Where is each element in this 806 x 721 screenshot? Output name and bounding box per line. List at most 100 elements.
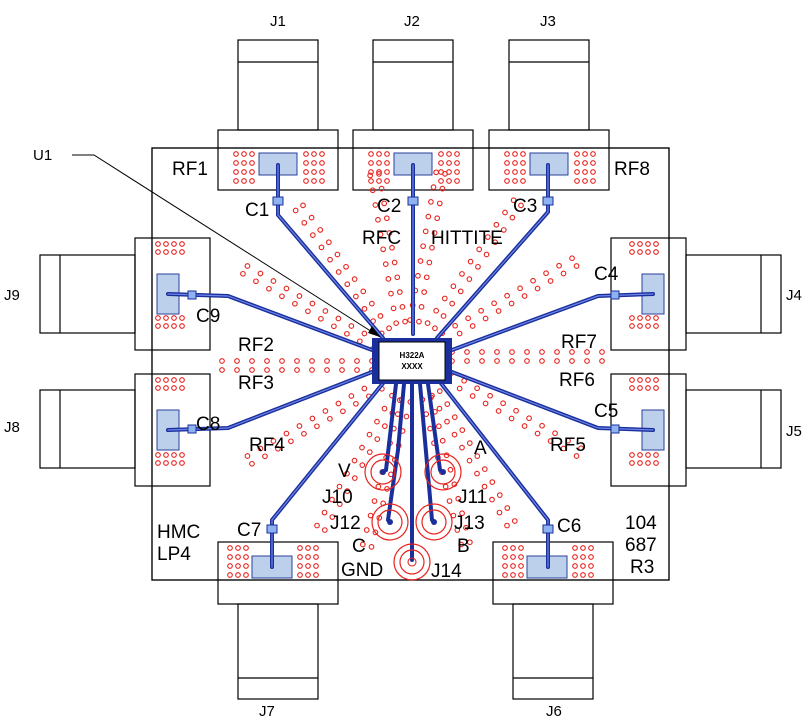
via bbox=[171, 377, 177, 383]
via bbox=[629, 323, 635, 329]
via bbox=[257, 445, 264, 452]
via bbox=[384, 169, 390, 175]
via bbox=[524, 349, 530, 355]
via bbox=[449, 300, 456, 307]
via bbox=[539, 358, 545, 364]
via bbox=[386, 230, 393, 236]
via bbox=[509, 214, 516, 221]
label-j14: J14 bbox=[431, 561, 462, 582]
via bbox=[235, 563, 241, 569]
via bbox=[294, 367, 300, 373]
label-j6: J6 bbox=[546, 703, 562, 720]
label-c9: C9 bbox=[196, 306, 220, 327]
via bbox=[382, 261, 389, 267]
via bbox=[560, 445, 567, 452]
via bbox=[297, 572, 303, 578]
via bbox=[297, 563, 303, 569]
via bbox=[469, 393, 476, 399]
via bbox=[171, 323, 177, 329]
via bbox=[235, 572, 241, 578]
via bbox=[313, 563, 319, 569]
via bbox=[235, 554, 241, 560]
via bbox=[303, 151, 309, 157]
via bbox=[572, 572, 578, 578]
via bbox=[588, 572, 594, 578]
via bbox=[554, 349, 560, 355]
label-j4: J4 bbox=[786, 287, 802, 304]
label-j9: J9 bbox=[4, 287, 20, 304]
via bbox=[283, 430, 290, 437]
via bbox=[249, 358, 255, 364]
via bbox=[171, 452, 177, 458]
chip-marking-2: XXXX bbox=[401, 362, 423, 371]
via bbox=[318, 315, 324, 322]
via bbox=[517, 285, 523, 292]
via bbox=[459, 444, 465, 451]
via bbox=[322, 408, 329, 414]
label-c6: C6 bbox=[557, 516, 581, 537]
via bbox=[163, 241, 169, 247]
via bbox=[155, 377, 161, 383]
via bbox=[637, 323, 643, 329]
via bbox=[339, 367, 345, 373]
via bbox=[629, 385, 635, 391]
via bbox=[376, 160, 382, 166]
via bbox=[243, 572, 249, 578]
via bbox=[179, 377, 185, 383]
via bbox=[241, 151, 247, 157]
via bbox=[227, 554, 233, 560]
via bbox=[351, 475, 358, 481]
via bbox=[296, 423, 303, 429]
via bbox=[509, 358, 515, 364]
via bbox=[294, 358, 300, 364]
via bbox=[637, 249, 643, 255]
via bbox=[421, 289, 428, 295]
via bbox=[384, 178, 390, 184]
via bbox=[521, 423, 528, 429]
test-point-j14 bbox=[393, 543, 431, 581]
via bbox=[324, 358, 330, 364]
via bbox=[388, 290, 394, 297]
via bbox=[534, 285, 541, 292]
via bbox=[354, 358, 360, 364]
via bbox=[573, 453, 580, 459]
via bbox=[363, 527, 370, 533]
via bbox=[504, 160, 510, 166]
via bbox=[155, 241, 161, 247]
via bbox=[430, 184, 437, 190]
via bbox=[305, 563, 311, 569]
via bbox=[491, 300, 497, 307]
via bbox=[489, 479, 496, 485]
via bbox=[155, 460, 161, 466]
via bbox=[509, 349, 515, 355]
label-rfc: RFC bbox=[362, 228, 401, 249]
via bbox=[645, 315, 651, 321]
via bbox=[432, 325, 438, 332]
via bbox=[390, 305, 397, 312]
via bbox=[584, 358, 590, 364]
via bbox=[296, 293, 303, 299]
via bbox=[314, 423, 320, 430]
via bbox=[539, 422, 545, 429]
label-j12: J12 bbox=[330, 513, 361, 534]
via bbox=[433, 307, 440, 314]
via bbox=[372, 529, 379, 536]
via bbox=[502, 572, 508, 578]
label-hmc: HMC bbox=[157, 522, 200, 543]
via bbox=[454, 527, 461, 533]
label-lp4: LP4 bbox=[157, 544, 191, 565]
label-j3: J3 bbox=[540, 13, 556, 30]
via bbox=[573, 263, 580, 269]
via bbox=[572, 545, 578, 551]
via bbox=[588, 563, 594, 569]
label-c1: C1 bbox=[245, 200, 269, 221]
via bbox=[556, 262, 562, 269]
via bbox=[396, 289, 403, 295]
via bbox=[375, 216, 381, 223]
via bbox=[429, 244, 435, 251]
via bbox=[163, 452, 169, 458]
via bbox=[325, 239, 332, 246]
via bbox=[434, 215, 441, 222]
via bbox=[653, 452, 659, 458]
via bbox=[500, 400, 506, 407]
